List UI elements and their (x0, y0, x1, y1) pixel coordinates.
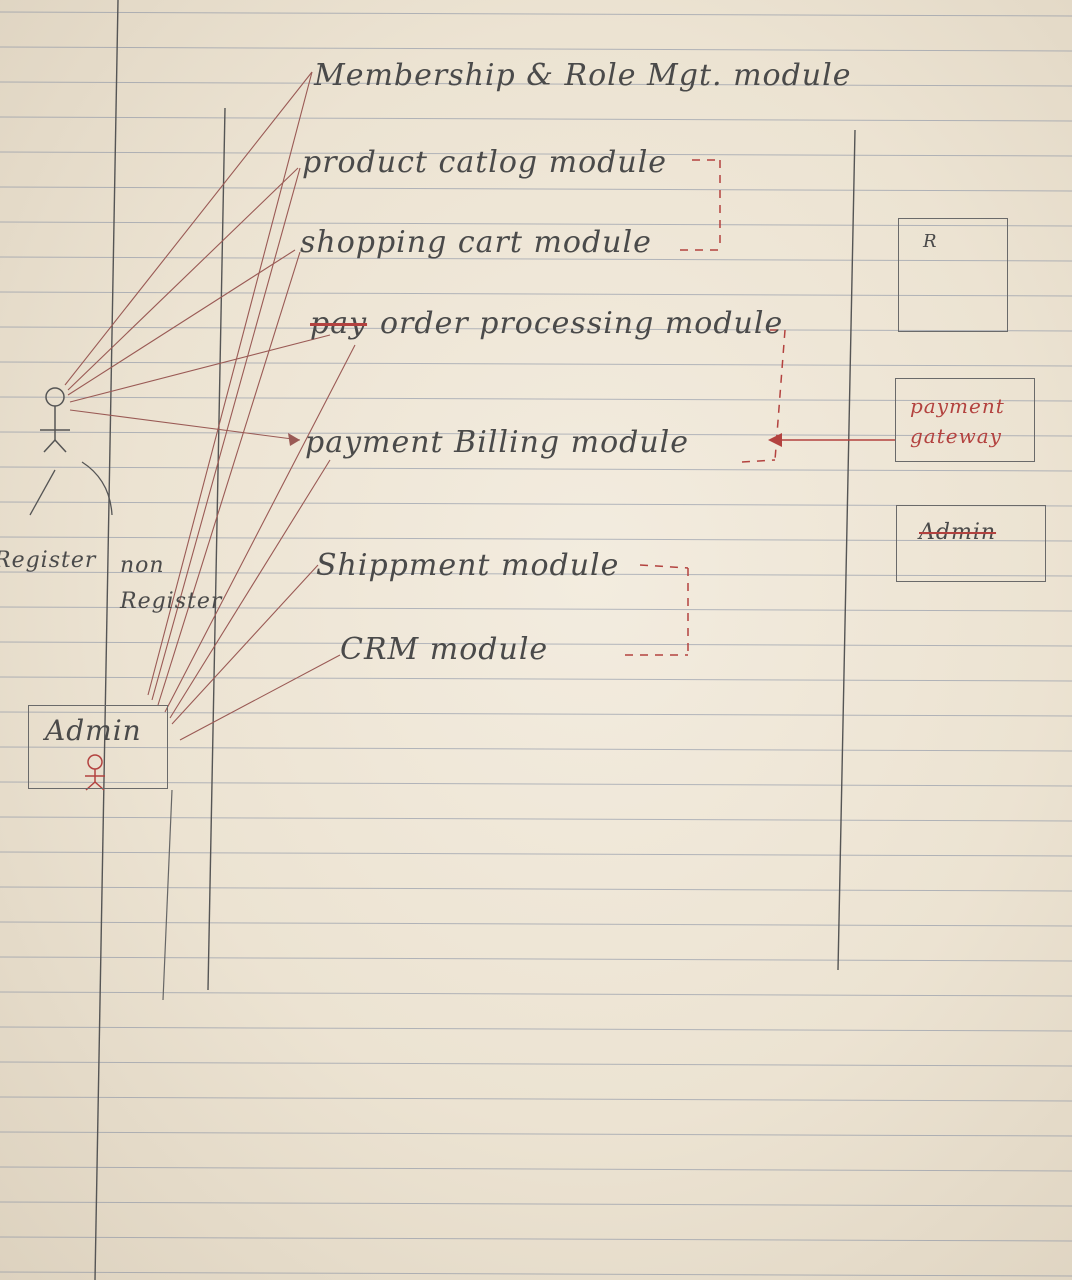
ruled-lines (0, 11, 1072, 1277)
boundary-vertical-short (162, 789, 173, 1001)
crm-module-label: CRM module (340, 632, 549, 667)
ruled-line (0, 1096, 1072, 1102)
ruled-line (0, 431, 1072, 437)
ruled-line (0, 1236, 1072, 1242)
register-actor-label: Register (0, 548, 97, 573)
ruled-line (0, 1026, 1072, 1032)
ruled-line (0, 396, 1072, 402)
order-struck-prefix: pay (310, 306, 368, 341)
ruled-line (0, 116, 1072, 122)
r-box-label: R (923, 231, 938, 252)
ruled-line (0, 1131, 1072, 1137)
ruled-line (0, 606, 1072, 612)
ruled-line (0, 361, 1072, 367)
ruled-line (0, 816, 1072, 822)
ruled-line (0, 1201, 1072, 1207)
ruled-line (0, 1061, 1072, 1067)
payment-gateway-box: payment gateway (895, 378, 1035, 462)
ruled-line (0, 81, 1072, 87)
order-module-label: order processing module (380, 306, 784, 341)
admin-external-label: Admin (919, 520, 997, 545)
gateway-arrowhead (768, 433, 782, 447)
payment-gateway-label: payment gateway (910, 394, 1005, 448)
ruled-line (0, 536, 1072, 542)
admin-associations (147, 71, 356, 741)
ruled-line (0, 641, 1072, 647)
ruled-line (0, 851, 1072, 857)
ruled-line (0, 886, 1072, 892)
ruled-line (0, 466, 1072, 472)
ruled-line (0, 221, 1072, 227)
ruled-line (0, 1166, 1072, 1172)
ruled-line (0, 186, 1072, 192)
ruled-line (0, 256, 1072, 262)
admin-actor-box: Admin (28, 705, 168, 789)
system-boundary-left (207, 107, 226, 991)
ruled-line (0, 1271, 1072, 1277)
ruled-line (0, 711, 1072, 717)
non-register-actor-label: non Register (120, 553, 223, 614)
ruled-line (0, 921, 1072, 927)
shipment-module-label: Shippment module (316, 548, 620, 583)
left-margin-line (94, 0, 119, 1280)
ruled-line (0, 501, 1072, 507)
catalog-module-label: product catlog module (302, 145, 668, 180)
system-boundary-right (837, 129, 856, 971)
payment-module-label: payment Billing module (305, 425, 690, 460)
ruled-line (0, 781, 1072, 787)
actor-user-icon (40, 387, 70, 453)
ruled-line (0, 326, 1072, 332)
cart-module-label: shopping cart module (300, 225, 652, 260)
membership-module-label: Membership & Role Mgt. module (314, 58, 852, 93)
ruled-line (0, 291, 1072, 297)
ruled-line (0, 46, 1072, 52)
ruled-line (0, 11, 1072, 17)
ruled-line (0, 746, 1072, 752)
arrowhead-payment (288, 433, 300, 446)
generalization-register (29, 469, 56, 516)
ruled-line (0, 676, 1072, 682)
ruled-line (0, 151, 1072, 157)
admin-external-box: Admin (896, 505, 1046, 582)
r-box: R (898, 218, 1008, 332)
generalization-non-register (81, 461, 113, 516)
ruled-line (0, 571, 1072, 577)
user-associations (64, 71, 331, 441)
ruled-line (0, 991, 1072, 997)
admin-actor-label: Admin (45, 714, 142, 747)
ruled-line (0, 956, 1072, 962)
